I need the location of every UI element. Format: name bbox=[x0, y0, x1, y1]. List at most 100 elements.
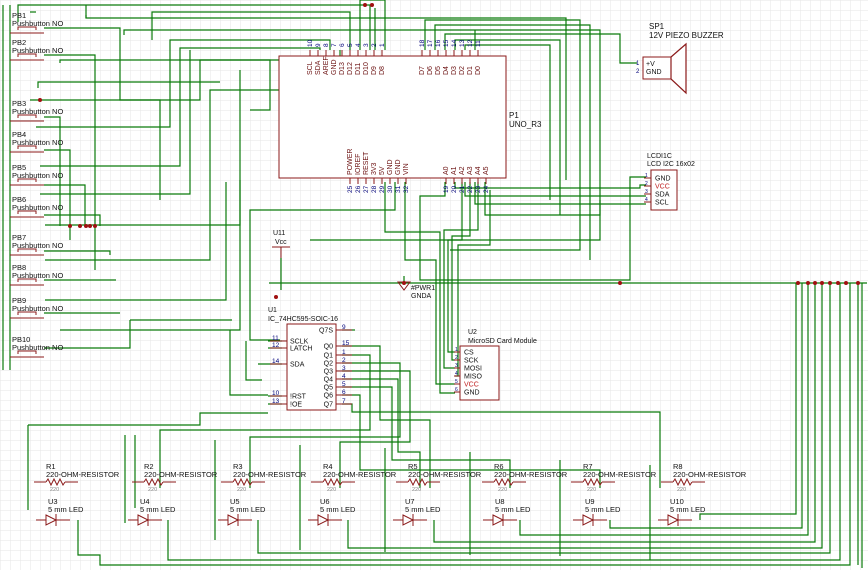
sr-right-pin-name: Q4 bbox=[324, 377, 333, 384]
wire bbox=[454, 39, 561, 215]
wire bbox=[123, 29, 601, 241]
arduino-bottom-pin-number: 32 bbox=[403, 185, 410, 193]
arduino-bottom-pin-name: GND bbox=[387, 159, 394, 175]
sr-left-pin-number: 14 bbox=[272, 358, 280, 365]
led-u4[interactable]: U45 mm LED bbox=[128, 497, 176, 526]
led-ref: U5 bbox=[230, 497, 240, 506]
microsd-module[interactable]: U2 MicroSD Card Module CS1SCK2MOSI3MISO4… bbox=[454, 329, 537, 401]
resistor-code: 220 bbox=[327, 487, 336, 493]
wire bbox=[85, 5, 567, 180]
wire bbox=[342, 378, 421, 488]
arduino-top-pin-name: D1 bbox=[467, 66, 474, 75]
arduino-bottom-pins: POWER25IOREF26RESET273V3285V29GND30GND31… bbox=[347, 149, 490, 193]
wire bbox=[60, 180, 241, 331]
arduino-bottom-pin-number: 31 bbox=[395, 185, 402, 193]
arduino-bottom-pin-number: 21 bbox=[459, 185, 466, 193]
led-diode-icon bbox=[667, 514, 680, 526]
sr-right-pin-name: Q3 bbox=[324, 369, 333, 376]
arduino-bottom-pin-name: VIN bbox=[403, 163, 410, 175]
shift-register[interactable]: U1 IC_74HC595-SOIC-16 SCLK11LATCH12SDA14… bbox=[268, 307, 352, 411]
lcd-pin-number: 3 bbox=[645, 189, 648, 195]
arduino-body[interactable] bbox=[278, 55, 507, 179]
pushbutton-ref: PB7 bbox=[12, 233, 26, 242]
arduino-bottom-pin-name: POWER bbox=[347, 149, 354, 175]
sr-right-pin-number: 9 bbox=[342, 324, 346, 331]
arduino-top-pin-name: D3 bbox=[451, 66, 458, 75]
arduino-bottom-pin-number: 22 bbox=[467, 185, 474, 193]
lcd-pin-number: 1 bbox=[645, 173, 648, 179]
sr-left-pin-number: 11 bbox=[272, 335, 279, 342]
piezo-buzzer[interactable]: SP1 12V PIEZO BUZZER +V GND 1 2 bbox=[636, 22, 724, 95]
arduino-top-pin-name: D9 bbox=[371, 66, 378, 75]
led-u6[interactable]: U65 mm LED bbox=[308, 497, 356, 526]
arduino-top-pin-number: 2 bbox=[371, 43, 378, 47]
led-u5[interactable]: U55 mm LED bbox=[218, 497, 266, 526]
resistor-code: 220 bbox=[237, 487, 246, 493]
resistor-zigzag-icon bbox=[672, 477, 693, 487]
sr-right-pin-name: Q1 bbox=[324, 353, 333, 360]
vcc-symbol[interactable]: U11 Vcc bbox=[272, 230, 290, 258]
lcd-ref: LCDI1C bbox=[647, 153, 672, 160]
sd-pin-name: SCK bbox=[464, 358, 479, 365]
wire bbox=[451, 182, 471, 361]
arduino-bottom-pin-name: IOREF bbox=[355, 154, 362, 175]
led-u8[interactable]: U85 mm LED bbox=[483, 497, 531, 526]
led-u7[interactable]: U75 mm LED bbox=[393, 497, 441, 526]
led-ref: U3 bbox=[48, 497, 58, 506]
vcc-value: Vcc bbox=[275, 239, 287, 246]
led-u9[interactable]: U95 mm LED bbox=[573, 497, 621, 526]
resistor-ref: R5 bbox=[408, 462, 418, 471]
arduino-top-pin-name: AREF bbox=[323, 56, 330, 75]
resistor-ref: R7 bbox=[583, 462, 593, 471]
arduino-bottom-pin-name: 3V3 bbox=[371, 162, 378, 175]
lcd-body[interactable] bbox=[650, 169, 678, 211]
buzzer-horn bbox=[670, 42, 687, 95]
sr-left-pin-name: !RST bbox=[290, 394, 307, 401]
lcd-value: LCD I2C 16x02 bbox=[647, 161, 695, 168]
resistor-value: 220-OHM-RESISTOR bbox=[408, 470, 482, 479]
pushbutton-value: Pushbutton NO bbox=[12, 241, 63, 250]
junction-dot bbox=[38, 98, 42, 102]
sd-pin-number: 4 bbox=[455, 371, 458, 377]
sr-body[interactable] bbox=[286, 323, 337, 411]
arduino-bottom-pin-number: 25 bbox=[347, 185, 354, 193]
sd-body[interactable] bbox=[459, 345, 500, 401]
junction-layer bbox=[38, 3, 860, 299]
wire bbox=[342, 394, 601, 488]
arduino-top-pin-name: D10 bbox=[363, 62, 370, 75]
sd-pin-name: MISO bbox=[464, 374, 482, 381]
pushbutton-actuator bbox=[17, 350, 37, 354]
junction-dot bbox=[274, 295, 278, 299]
arduino-bottom-pin-number: 27 bbox=[363, 185, 370, 193]
led-u3[interactable]: U35 mm LED bbox=[36, 497, 84, 526]
junction-dot bbox=[68, 224, 72, 228]
arduino-uno[interactable]: P1 UNO_R3 10SCL9SDA8AREF7GND6D135D124D11… bbox=[278, 39, 542, 193]
sd-pin-name: VCC bbox=[464, 382, 479, 389]
wire bbox=[44, 184, 86, 226]
led-ref: U8 bbox=[495, 497, 505, 506]
arduino-top-pin-number: 6 bbox=[339, 43, 346, 47]
arduino-top-pin-number: 1 bbox=[379, 43, 386, 47]
